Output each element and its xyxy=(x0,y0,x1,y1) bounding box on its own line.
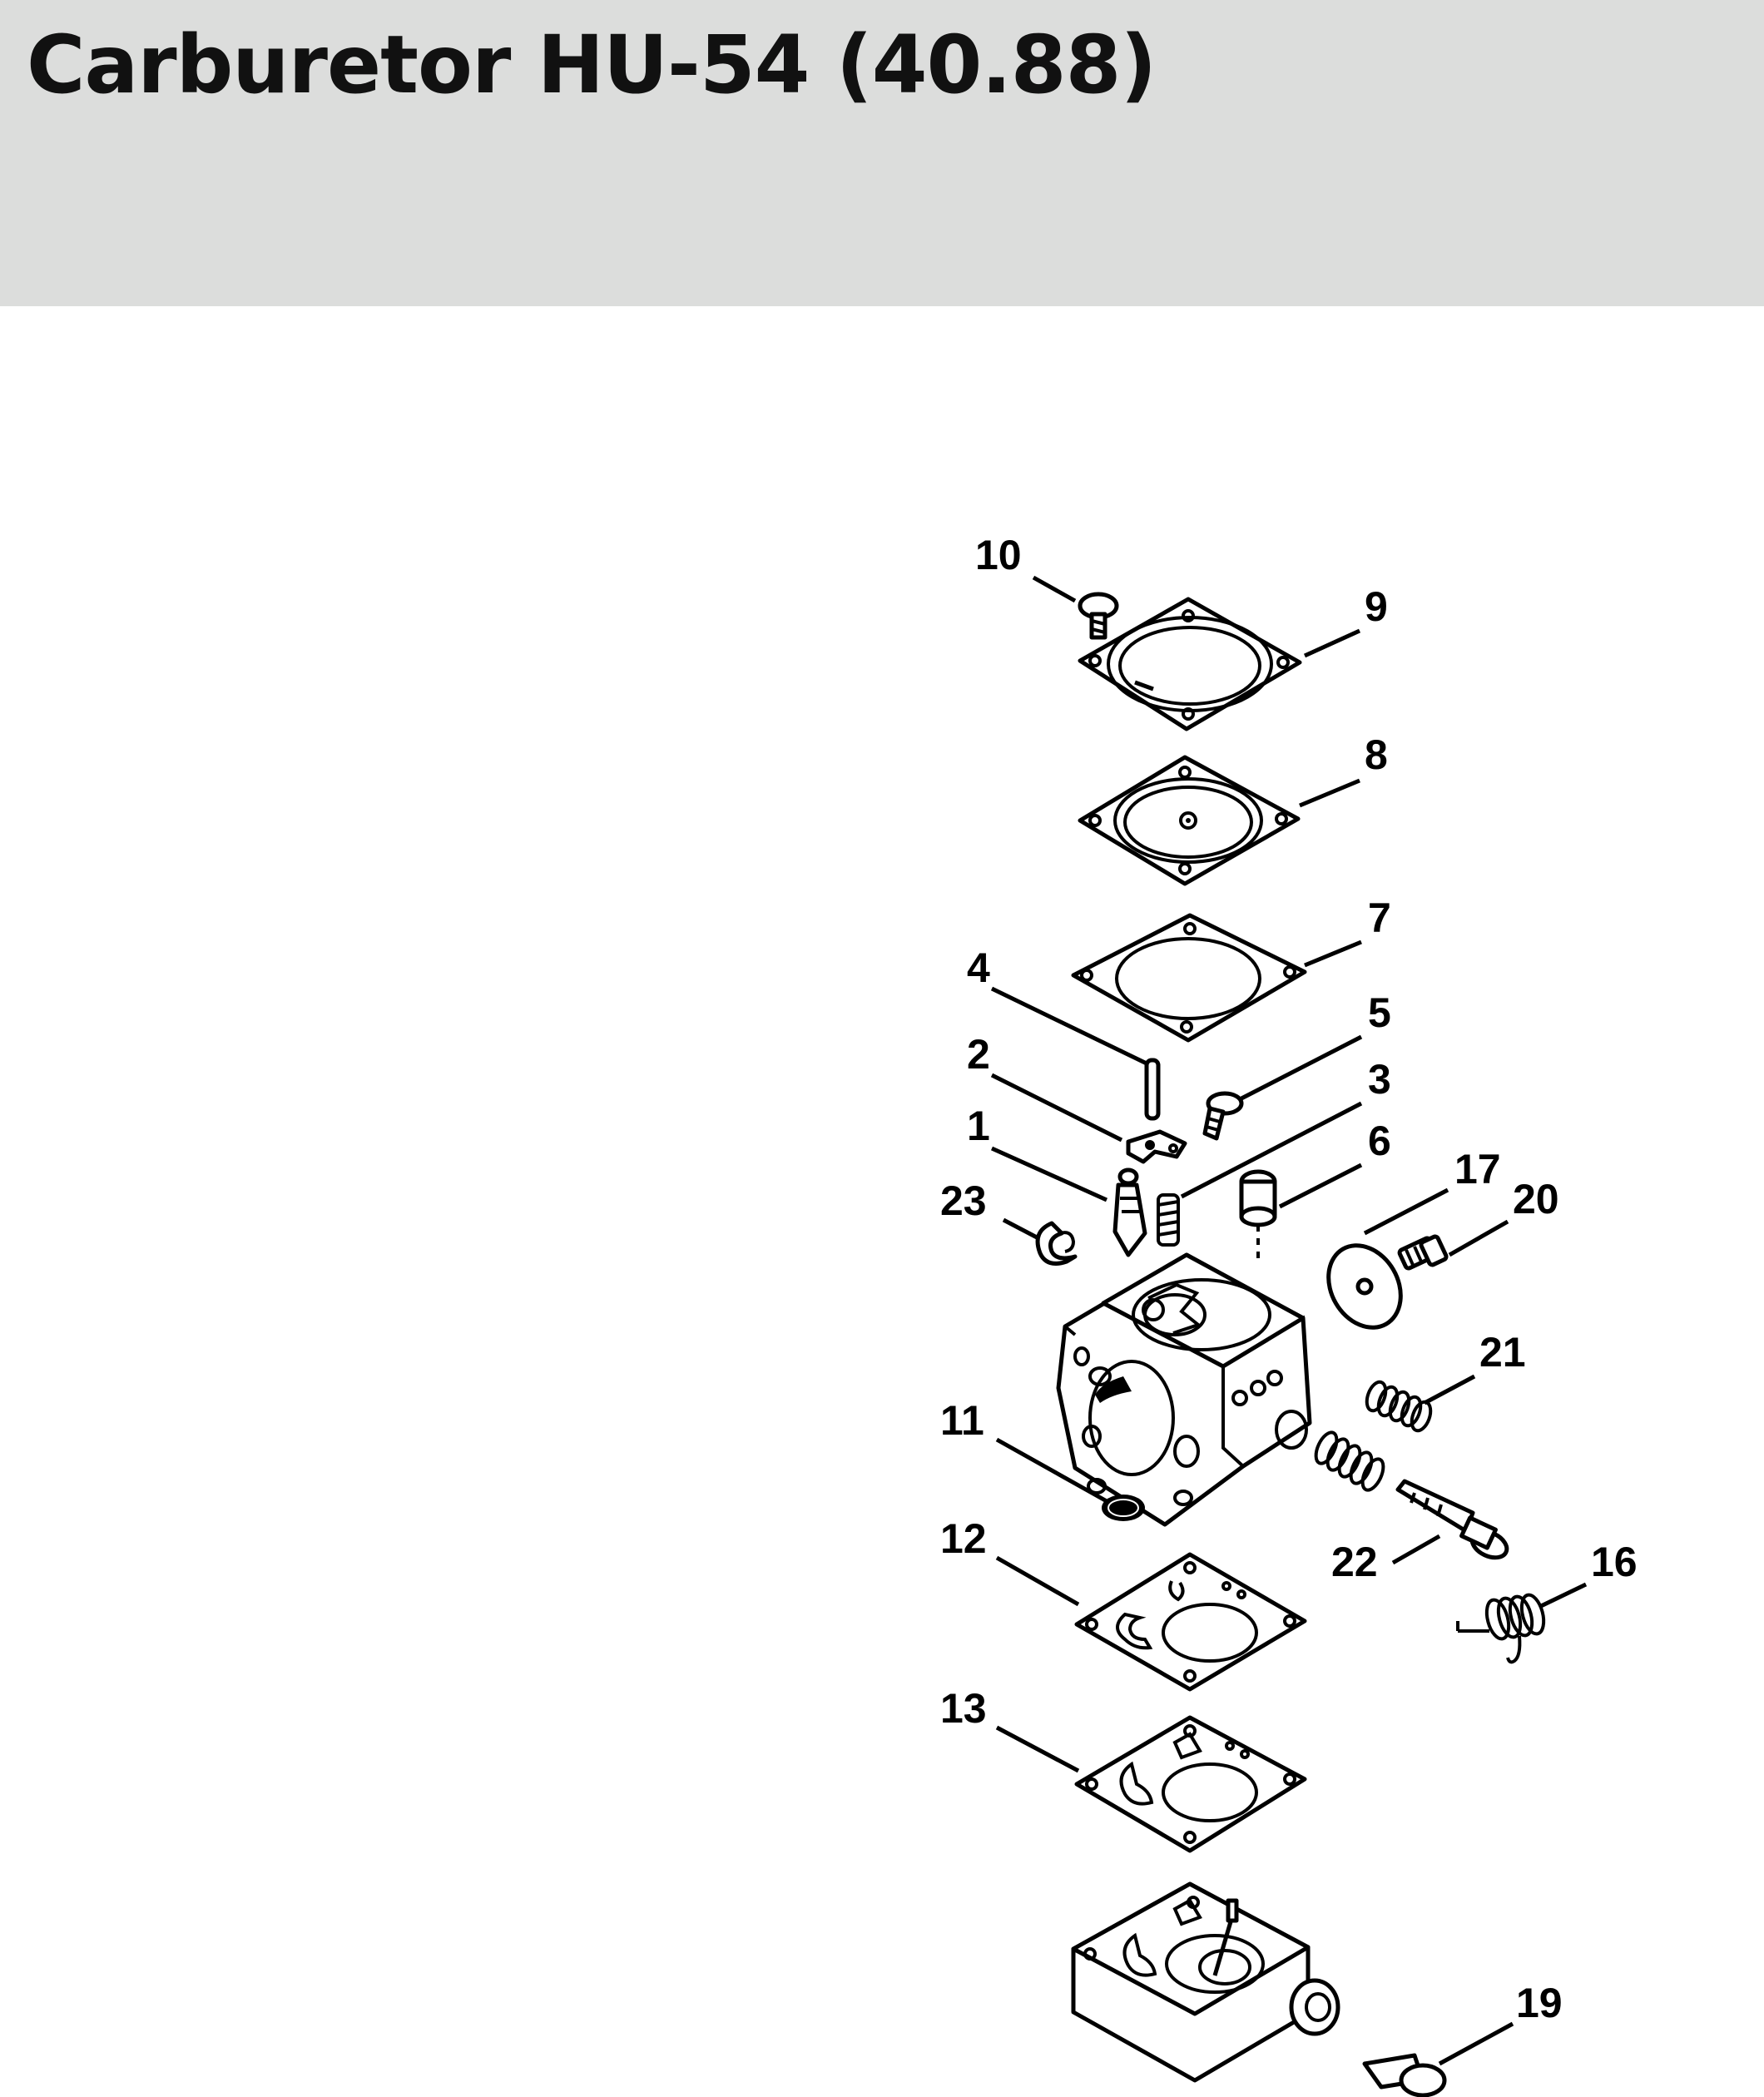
part-8-diaphragm xyxy=(1078,755,1301,886)
callout-23: 22 xyxy=(1331,1539,1378,1585)
callout-20: 20 xyxy=(1513,1176,1559,1222)
callout-11: 11 xyxy=(940,1397,984,1444)
part-9-cover xyxy=(1078,597,1302,731)
callout-19: 17 xyxy=(1454,1146,1501,1192)
part-20-screw xyxy=(1397,1234,1449,1271)
callout-7: 7 xyxy=(1368,895,1391,941)
part-5-screw xyxy=(1202,1091,1244,1141)
part-13-pump-diaphragm xyxy=(1074,1715,1307,1853)
part-7-gasket xyxy=(1071,913,1307,1043)
part-carburetor-body xyxy=(1056,1252,1312,1527)
part-3-spring xyxy=(1157,1193,1180,1247)
part-end-cover xyxy=(1071,1881,1340,2083)
callout-13: 13 xyxy=(940,1685,987,1732)
callout-8: 8 xyxy=(1365,731,1388,778)
callout-1: 1 xyxy=(967,1103,990,1149)
callout-9: 9 xyxy=(1365,583,1388,630)
callout-10: 10 xyxy=(975,532,1022,578)
part-1-inlet-needle xyxy=(1112,1167,1147,1257)
callout-2: 2 xyxy=(967,1031,990,1078)
part-22-spring xyxy=(1365,1380,1433,1433)
callout-5: 5 xyxy=(1368,989,1391,1036)
leader-lines xyxy=(990,575,1588,2066)
page-title: Carburetor HU-54 (40.88) xyxy=(27,18,1157,112)
callout-3: 3 xyxy=(1368,1056,1391,1103)
part-4-pin xyxy=(1144,1058,1161,1121)
part-16-adjusting-screw xyxy=(1362,2053,1447,2097)
part-6-plug xyxy=(1239,1169,1277,1265)
part-19-washer xyxy=(1326,1243,1403,1330)
callout-21: 23 xyxy=(940,1177,987,1224)
callout-16: 19 xyxy=(1516,1980,1563,2026)
part-2-control-lever xyxy=(1126,1129,1187,1164)
callout-17: 16 xyxy=(1591,1539,1638,1585)
callout-4: 4 xyxy=(967,944,990,991)
header-bar: Carburetor HU-54 (40.88) xyxy=(0,0,1764,306)
callout-22: 21 xyxy=(1479,1329,1526,1376)
part-10-screw xyxy=(1078,592,1119,640)
part-11-strainer xyxy=(1102,1495,1145,1521)
callout-6: 6 xyxy=(1368,1118,1391,1164)
part-23-idle-speed-screw xyxy=(1314,1430,1509,1560)
callout-12: 12 xyxy=(940,1515,987,1562)
part-17-torsion-spring xyxy=(1456,1593,1546,1664)
part-21-retainer xyxy=(1035,1221,1078,1266)
part-12-gasket xyxy=(1074,1552,1307,1692)
